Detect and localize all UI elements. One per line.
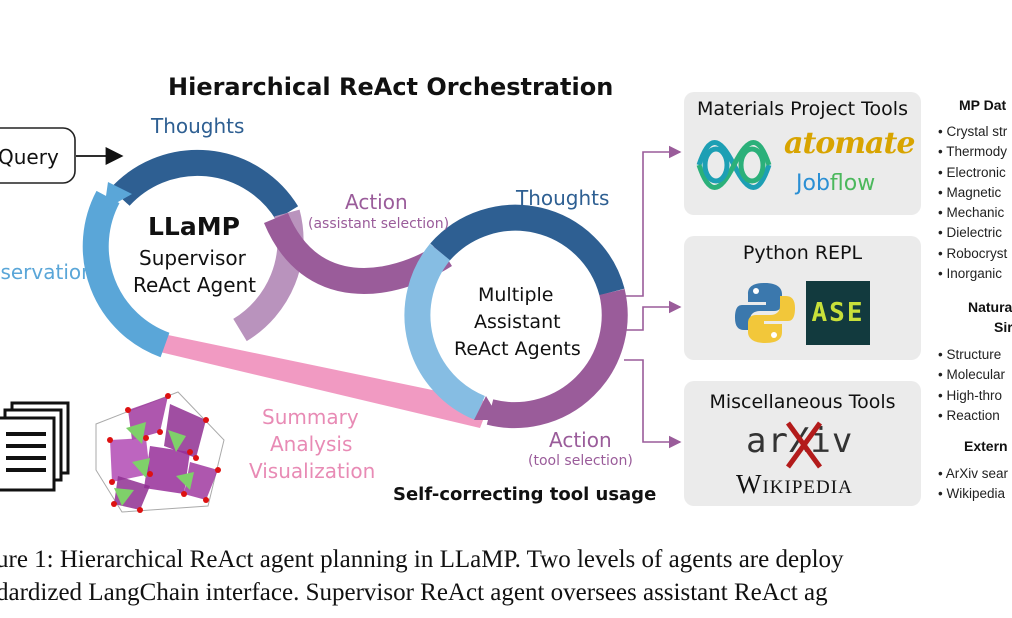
- supervisor-line1: Supervisor: [139, 246, 246, 270]
- assistant-ring: [404, 204, 628, 429]
- summary-line2: Analysis: [270, 432, 353, 456]
- figure-caption-line2: dardized LangChain interface. Supervisor…: [0, 579, 828, 606]
- observation-label: Observation: [0, 260, 94, 284]
- documents-icon: [0, 401, 70, 492]
- materials-project-title: Materials Project Tools: [697, 98, 908, 120]
- query-box: [0, 127, 76, 184]
- assistant-line1: Multiple: [478, 284, 554, 306]
- list-item: • Molecular: [938, 367, 1005, 383]
- natural-heading-line2: Sir: [994, 319, 1012, 335]
- wikipedia-logo: Wikipedia: [736, 469, 853, 499]
- list-item: • Wikipedia: [938, 486, 1005, 502]
- summary-band: [160, 335, 490, 428]
- materials-project-logo-icon: [696, 140, 772, 190]
- self-correcting-label: Self-correcting tool usage: [393, 484, 657, 505]
- assistant-thoughts-label: Thoughts: [516, 186, 610, 210]
- diagram-title: Hierarchical ReAct Orchestration: [168, 73, 614, 101]
- summary-line1: Summary: [262, 405, 359, 429]
- assistant-line3: ReAct Agents: [454, 338, 581, 360]
- arxiv-x-icon: [785, 421, 823, 469]
- supervisor-name: LLaMP: [148, 212, 240, 241]
- misc-tools-panel: Miscellaneous Tools arXiv Wikipedia: [684, 381, 921, 506]
- jobflow-logo: Jobflow: [796, 171, 875, 196]
- supervisor-line2: ReAct Agent: [133, 273, 257, 297]
- python-repl-panel: Python REPL ASE: [684, 236, 921, 360]
- ase-logo-text: ASE: [811, 298, 865, 328]
- atomate-logo: atomate: [784, 126, 915, 161]
- list-item: • Crystal str: [938, 124, 1008, 139]
- crystal-structure-icon: [95, 391, 225, 513]
- assistant-line2: Assistant: [474, 311, 561, 333]
- external-list: • ArXiv sear • Wikipedia: [938, 464, 1008, 505]
- summary-line3: Visualization: [249, 459, 376, 483]
- list-item: • Robocryst: [938, 245, 1008, 261]
- materials-project-panel: Materials Project Tools atomate Jobflow: [684, 92, 921, 215]
- figure-caption-line1: ure 1: Hierarchical ReAct agent planning…: [0, 546, 844, 573]
- python-repl-title: Python REPL: [742, 242, 863, 264]
- action-top-label: Action: [345, 190, 408, 214]
- mp-data-heading: MP Dat: [959, 97, 1007, 113]
- action-bottom-label: Action: [549, 428, 612, 452]
- action-bottom-sub: (tool selection): [528, 453, 633, 469]
- list-item: • Dielectric: [938, 225, 1002, 241]
- python-logo-icon: [735, 283, 795, 343]
- mp-data-list: • Crystal str • Thermody • Electronic • …: [938, 122, 1007, 284]
- query-label: Query: [0, 145, 59, 169]
- misc-tools-title: Miscellaneous Tools: [709, 391, 896, 413]
- list-item: • High-thro: [938, 387, 1002, 403]
- jobflow-logo-part2: flow: [829, 171, 876, 196]
- list-item: • ArXiv sear: [938, 466, 1008, 481]
- supervisor-thoughts-label: Thoughts: [151, 114, 245, 138]
- supervisor-arrowhead: [104, 182, 132, 210]
- natural-list: • Structure • Molecular • High-thro • Re…: [938, 345, 1005, 426]
- list-item: • Magnetic: [938, 184, 1002, 200]
- list-item: • Inorganic: [938, 266, 1003, 282]
- list-item: • Electronic: [938, 164, 1006, 180]
- external-heading: Extern: [964, 438, 1008, 454]
- action-top-sub: (assistant selection): [308, 216, 450, 232]
- jobflow-logo-part1: Job: [796, 171, 830, 196]
- tool-connectors: [624, 145, 682, 449]
- list-item: • Structure: [938, 347, 1002, 362]
- list-item: • Reaction: [938, 407, 1000, 423]
- assistant-arrowhead: [474, 396, 500, 420]
- list-item: • Mechanic: [938, 205, 1005, 221]
- list-item: • Thermody: [938, 144, 1008, 160]
- natural-heading-line1: Natura: [968, 299, 1012, 315]
- ase-logo: ASE: [806, 281, 870, 345]
